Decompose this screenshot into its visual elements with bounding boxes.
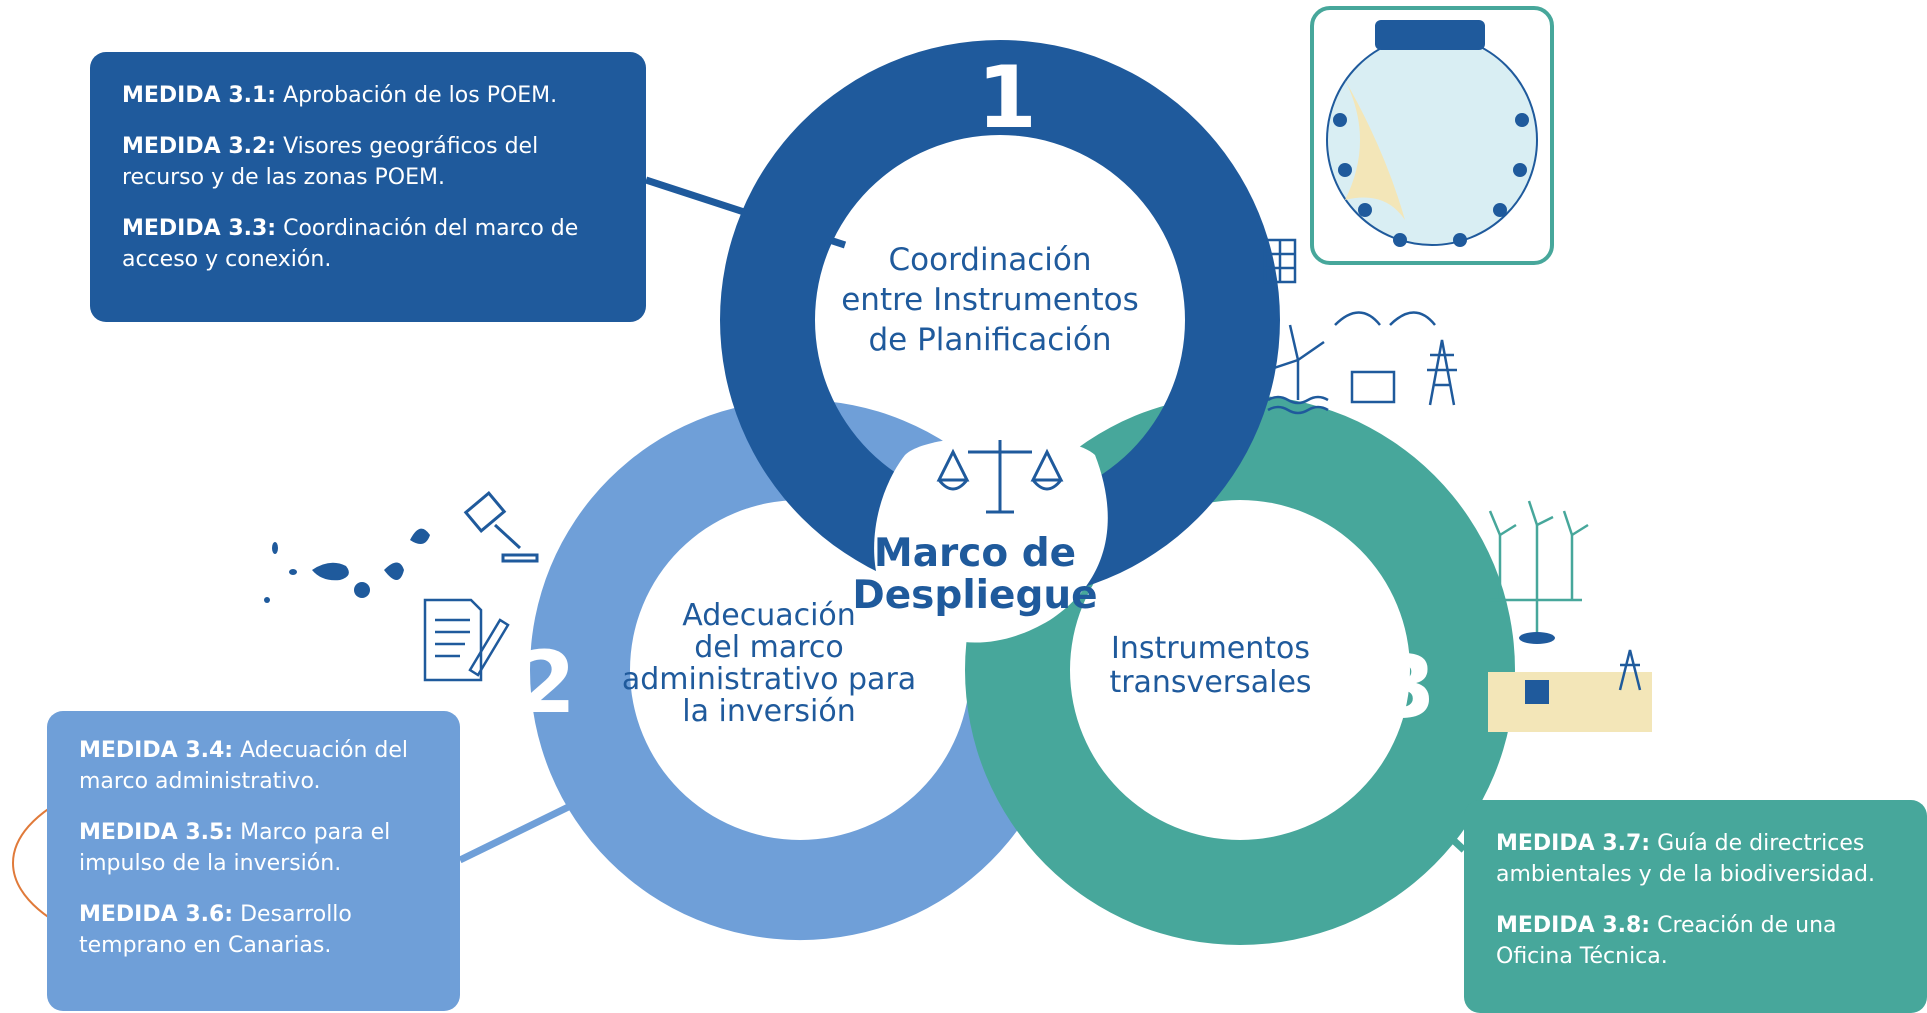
measure-code: MEDIDA 3.2: [122,134,277,159]
ring-2-label: Adecuación del marco administrativo para… [604,600,934,728]
ring-1-label-line: de Planificación [868,322,1112,358]
measure-code: MEDIDA 3.6: [79,902,234,927]
measure-code: MEDIDA 3.1: [122,83,277,108]
measure-code: MEDIDA 3.8: [1496,913,1651,938]
ring-3-number: 3 [1376,638,1436,738]
measure-text: Aprobación de los POEM. [283,83,558,108]
grid-panel-icon [1263,238,1297,284]
ring-1-label-line: Coordinación [888,242,1092,278]
ring-1-label-line: entre Instrumentos [841,282,1139,318]
measure-item: MEDIDA 3.8: Creación de una Oficina Técn… [1496,910,1917,972]
measure-item: MEDIDA 3.6: Desarrollo temprano en Canar… [79,899,440,961]
measure-item: MEDIDA 3.4: Adecuación del marco adminis… [79,735,440,797]
center-title: Marco de Despliegue [850,533,1100,617]
measure-code: MEDIDA 3.7: [1496,831,1651,856]
measure-text: Visores geográficos del recurso y de las… [122,134,539,190]
measure-text: Creación de una Oficina Técnica. [1496,913,1837,969]
ring-2-number: 2 [516,633,576,733]
map-infographic-icon [1310,6,1554,265]
document-signing-icon [423,598,510,682]
measure-text: Adecuación del marco administrativo. [79,738,408,794]
center-title-line: Marco de [873,531,1077,576]
measure-item: MEDIDA 3.5: Marco para el impulso de la … [79,817,440,879]
gavel-icon [463,491,539,563]
measure-text: Guía de directrices ambientales y de la … [1496,831,1875,887]
measure-code: MEDIDA 3.4: [79,738,234,763]
measures-box-1: MEDIDA 3.1: Aprobación de los POEM. MEDI… [90,52,646,322]
measure-text: Desarrollo temprano en Canarias. [79,902,352,958]
ring-3-label-line: transversales [1109,665,1312,700]
ring-3-label: Instrumentos transversales [1078,632,1343,700]
measure-item: MEDIDA 3.7: Guía de directrices ambienta… [1496,828,1917,890]
ring-2-label-line: administrativo para [621,662,917,697]
wind-turbine-icon [1267,311,1436,415]
ring-1 [720,40,1280,600]
ring-2-label-line: del marco [694,630,844,665]
ring-1-number: 1 [977,48,1037,148]
measure-item: MEDIDA 3.1: Aprobación de los POEM. [122,80,620,111]
measure-code: MEDIDA 3.5: [79,820,234,845]
measure-item: MEDIDA 3.3: Coordinación del marco de ac… [122,213,620,275]
measures-box-2: MEDIDA 3.4: Adecuación del marco adminis… [47,711,460,1011]
measure-item: MEDIDA 3.2: Visores geográficos del recu… [122,131,620,193]
measure-text: Coordinación del marco de acceso y conex… [122,216,579,272]
measures-box-3: MEDIDA 3.7: Guía de directrices ambienta… [1464,800,1927,1013]
floating-turbines-icon [1488,500,1652,732]
center-title-line: Despliegue [852,573,1098,618]
ring-2-label-line: Adecuación [682,598,856,633]
measure-text: Marco para el impulso de la inversión. [79,820,391,876]
scales-icon [936,440,1064,514]
ring-3-label-line: Instrumentos [1110,631,1311,666]
ring-2-label-line: la inversión [682,694,856,729]
ring-1-label: Coordinación entre Instrumentos de Plani… [840,240,1140,360]
measure-code: MEDIDA 3.3: [122,216,277,241]
islands-map-icon [264,528,430,603]
power-tower-icon [1427,339,1457,406]
